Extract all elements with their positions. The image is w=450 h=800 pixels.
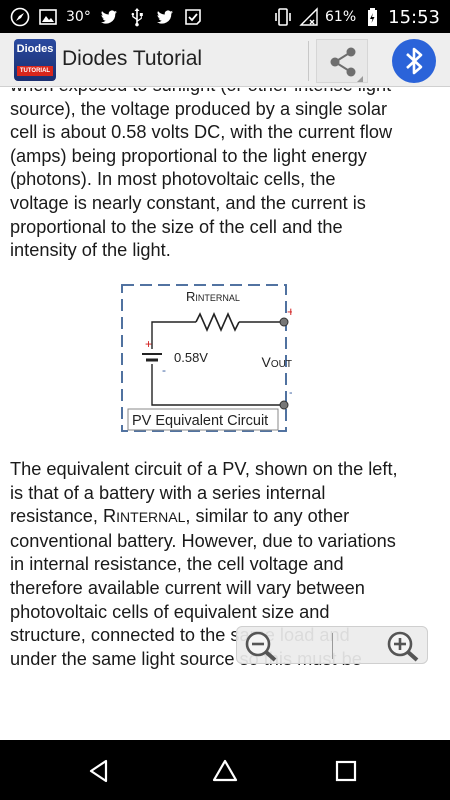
- text-line: proportional to the size of the cell and…: [10, 216, 343, 237]
- notification-text: 30°: [66, 9, 91, 25]
- text-segment: resistance, R: [10, 506, 117, 527]
- text-line: voltage is nearly constant, and the curr…: [10, 192, 366, 213]
- vpn-key-icon: [185, 9, 201, 25]
- text-segment: , similar to any other: [185, 506, 350, 527]
- text-line: cell is about 0.58 volts DC, with the cu…: [10, 122, 393, 143]
- usb-icon: [131, 8, 143, 27]
- text-line: in internal resistance, the cell voltage…: [10, 554, 344, 575]
- text-line: photovoltaic cells of equivalent size an…: [10, 601, 330, 622]
- logo-subtext: TUTORIAL: [17, 66, 53, 76]
- text-line: conventional battery. However, due to va…: [10, 530, 396, 551]
- zoom-divider: [332, 633, 333, 659]
- app-bar: Diodes TUTORIAL Diodes Tutorial: [0, 33, 450, 87]
- caption-box: [127, 408, 279, 431]
- battery-plus-label: +: [145, 337, 152, 351]
- back-button[interactable]: [86, 758, 112, 784]
- bluetooth-icon: [406, 47, 423, 75]
- plus-top-label: +: [287, 304, 292, 319]
- resistor-symbol: [195, 312, 240, 332]
- terminal-top: [279, 317, 289, 327]
- zoom-control: [236, 626, 428, 664]
- zoom-out-button[interactable]: [241, 629, 281, 663]
- terminal-bottom: [279, 400, 289, 410]
- diagram-border-overlay: [121, 284, 287, 432]
- text-line: intensity of the light.: [10, 240, 171, 261]
- app-logo: Diodes TUTORIAL: [14, 39, 56, 81]
- status-bar: 30° 61% 15:53: [0, 0, 450, 33]
- text-line: when exposed to sunlight (or other inten…: [10, 88, 438, 98]
- app-title: Diodes Tutorial: [62, 47, 203, 70]
- battery-percent: 61%: [325, 9, 357, 25]
- twitter-icon: [100, 10, 117, 24]
- diagram-fill: [123, 286, 285, 430]
- diagram-caption: PV Equivalent Circuit: [132, 413, 268, 429]
- pv-circuit-diagram: RINTERNAL + + - 0.58V VOUT - PV Equivale…: [121, 284, 292, 432]
- resistor-label: RINTERNAL: [186, 289, 240, 304]
- compass-icon: [10, 7, 30, 27]
- article-content[interactable]: when exposed to sunlight (or other inten…: [0, 88, 450, 676]
- text-line: source), the voltage produced by a singl…: [10, 98, 388, 119]
- recents-button[interactable]: [333, 758, 359, 784]
- text-line: (photons). In most photovoltaic cells, t…: [10, 169, 336, 190]
- voltage-label: 0.58V: [174, 350, 208, 365]
- share-button[interactable]: [316, 39, 368, 83]
- circuit-wire: [151, 364, 284, 406]
- clock: 15:53: [388, 6, 440, 28]
- text-line: The equivalent circuit of a PV, shown on…: [10, 459, 398, 479]
- no-signal-icon: [299, 7, 318, 26]
- twitter-icon: [156, 10, 173, 24]
- bluetooth-button[interactable]: [392, 39, 436, 83]
- vibrate-icon: [275, 8, 291, 26]
- battery-minus-label: -: [162, 363, 166, 377]
- logo-text: Diodes: [16, 43, 54, 55]
- home-button[interactable]: [212, 758, 238, 784]
- zoom-in-button[interactable]: [383, 629, 423, 663]
- minus-bottom-label: -: [289, 385, 292, 399]
- text-line: is that of a battery with a series inter…: [10, 482, 326, 503]
- text-line: resistance, RINTERNAL, similar to any ot…: [10, 505, 438, 530]
- circuit-wire: [151, 321, 196, 349]
- image-icon: [39, 9, 57, 25]
- share-icon: [330, 47, 363, 82]
- text-segment: INTERNAL: [116, 509, 186, 526]
- text-line: therefore available current will vary be…: [10, 577, 365, 598]
- paragraph: when exposed to sunlight (or other inten…: [10, 88, 438, 263]
- toolbar-divider: [308, 41, 309, 81]
- battery-charging-icon: [368, 8, 378, 26]
- text-line: (amps) being proportional to the light e…: [10, 145, 367, 166]
- vout-label: VOUT: [262, 354, 292, 370]
- navigation-bar: [0, 740, 450, 800]
